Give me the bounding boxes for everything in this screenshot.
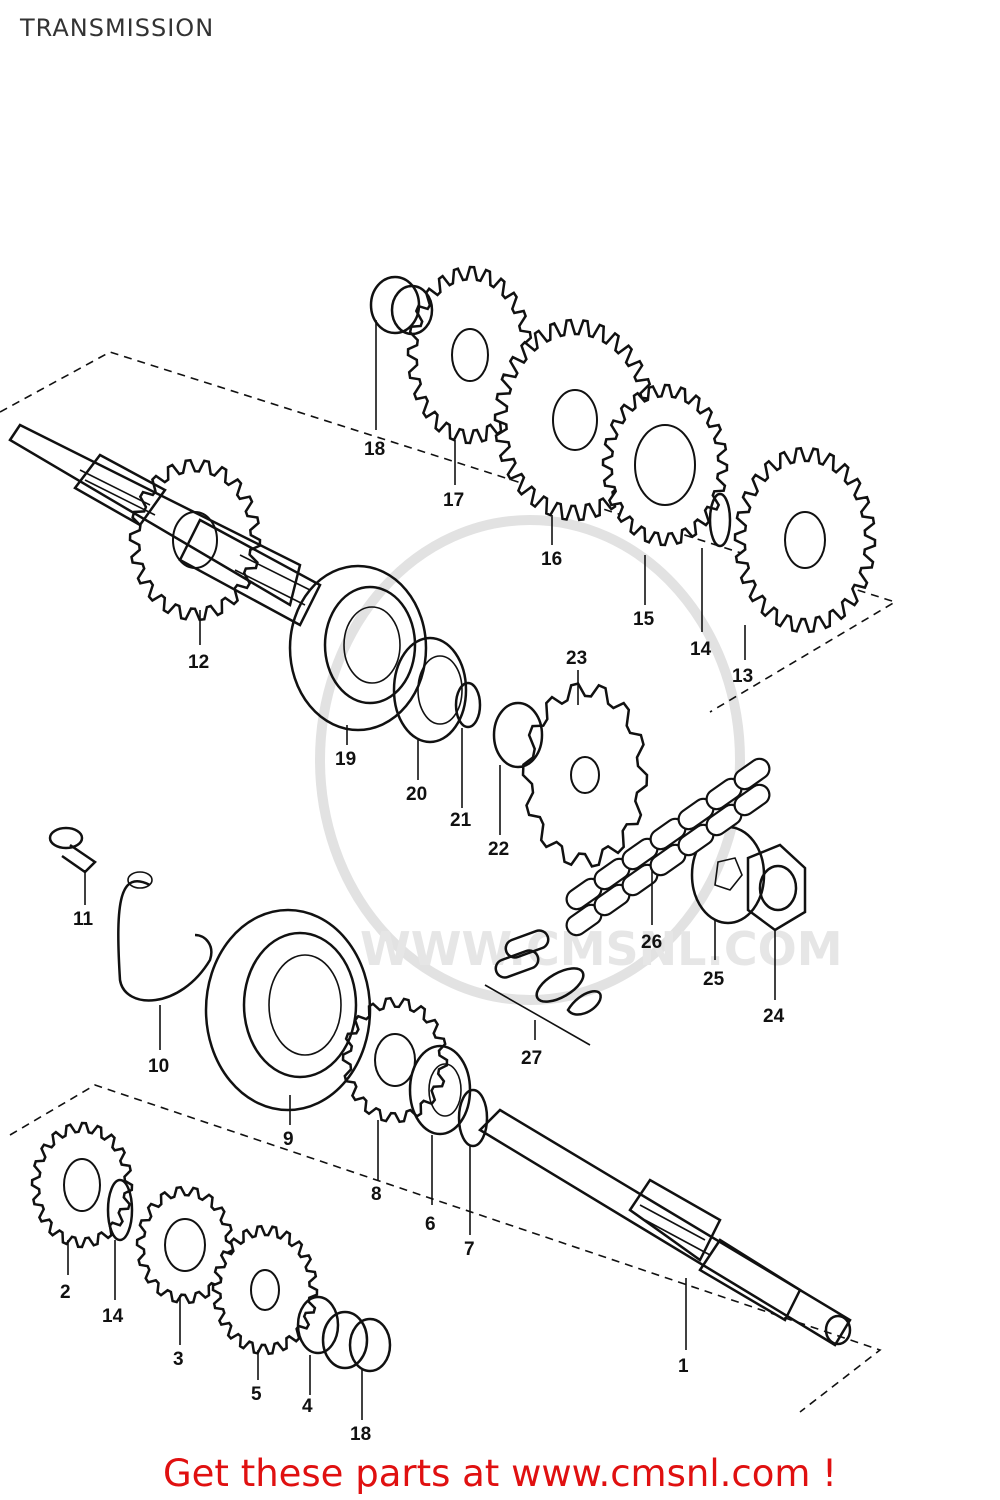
spacer-22 — [492, 701, 544, 769]
driveshaft — [477, 1108, 852, 1347]
callout-15: 15 — [633, 609, 655, 630]
callout-17: 17 — [443, 490, 464, 511]
leader-lines — [67, 320, 776, 1420]
callout-19: 19 — [335, 749, 356, 770]
callout-18-upper: 18 — [364, 439, 385, 460]
callout-22: 22 — [488, 839, 509, 860]
callout-14-upper: 14 — [690, 639, 712, 660]
washer-4 — [296, 1295, 340, 1355]
callout-5: 5 — [251, 1384, 262, 1405]
needle-bearing-18-upper — [369, 275, 434, 336]
chain-link — [733, 783, 771, 817]
gear-15 — [601, 383, 729, 547]
callout-26: 26 — [641, 932, 662, 953]
chain-link — [733, 757, 771, 791]
callout-20: 20 — [406, 784, 427, 805]
callout-18-lower: 18 — [350, 1424, 371, 1445]
o-ring-21 — [454, 681, 482, 729]
countershaft — [8, 423, 322, 627]
callout-10: 10 — [148, 1056, 169, 1077]
callout-4: 4 — [302, 1396, 313, 1417]
watermark-text: WWW.CMSNL.COM — [360, 922, 843, 976]
callout-11: 11 — [73, 909, 94, 930]
callout-27: 27 — [521, 1048, 542, 1069]
circlip-7 — [457, 1088, 489, 1148]
gear-group — [30, 265, 877, 1356]
sprocket-23 — [521, 682, 649, 868]
upper-assembly-frame — [0, 351, 897, 713]
callout-1: 1 — [678, 1356, 689, 1377]
drive-chain — [565, 757, 771, 937]
callout-21: 21 — [450, 810, 472, 831]
neutral-lead-10 — [117, 871, 213, 1002]
screw-11 — [48, 826, 97, 874]
watermark: WWW.CMSNL.COM — [315, 515, 843, 1005]
callout-9: 9 — [283, 1129, 294, 1150]
gear-3 — [135, 1185, 235, 1305]
nut-24 — [746, 843, 807, 932]
callout-16: 16 — [541, 549, 562, 570]
circlip-14-lower — [106, 1178, 134, 1242]
page-title: TRANSMISSION — [20, 14, 215, 42]
cmsnl-banner-link[interactable]: Get these parts at www.cmsnl.com ! — [162, 1452, 837, 1495]
callout-6: 6 — [425, 1214, 436, 1235]
callout-2: 2 — [60, 1282, 71, 1303]
callout-3: 3 — [173, 1349, 184, 1370]
oil-seal-20 — [392, 636, 468, 744]
callout-23: 23 — [566, 648, 587, 669]
circlip-14-upper — [708, 492, 732, 548]
needle-bearing-18-lower — [321, 1310, 392, 1373]
callout-7: 7 — [464, 1239, 475, 1260]
gear-12 — [128, 458, 262, 622]
callout-12: 12 — [188, 652, 209, 673]
lower-assembly-frame — [9, 1084, 882, 1413]
callout-24: 24 — [763, 1006, 785, 1027]
callout-13: 13 — [732, 666, 753, 687]
bearing-19 — [288, 564, 428, 732]
callout-25: 25 — [703, 969, 725, 990]
callout-8: 8 — [371, 1184, 382, 1205]
callouts: 1 2 3 4 5 6 7 8 9 10 11 12 13 14 14 15 1… — [60, 439, 785, 1445]
gear-2 — [30, 1121, 134, 1249]
callout-14-lower: 14 — [102, 1306, 124, 1327]
bearing-9 — [204, 908, 372, 1112]
chain-joint-27 — [484, 929, 602, 1046]
gear-5 — [211, 1224, 319, 1356]
gear-13 — [733, 446, 877, 634]
